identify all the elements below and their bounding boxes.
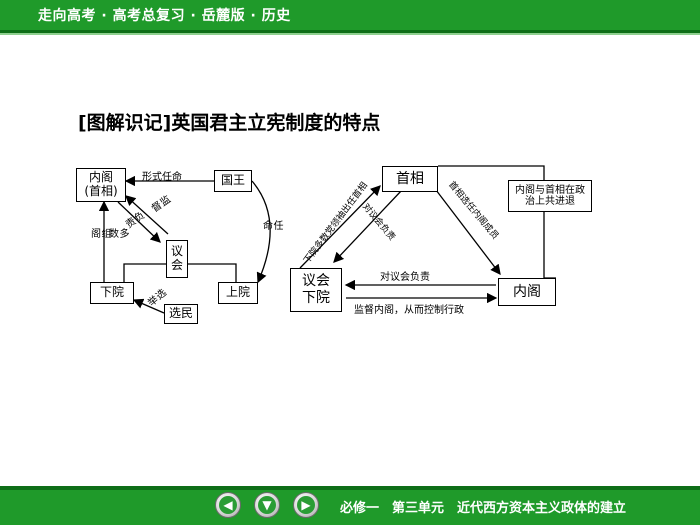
- cabinet-box: 内阁 (首相): [76, 168, 126, 202]
- page-title: [图解识记]英国君主立宪制度的特点: [78, 112, 381, 134]
- cabinet-responsible-label: 对议会负责: [380, 272, 430, 283]
- supervise-cabinet-label: 监督内阁，从而控制行政: [354, 305, 464, 316]
- header-title: 走向高考 · 高考总复习 · 岳麓版 · 历史: [38, 8, 291, 24]
- next-button[interactable]: ▶: [293, 492, 319, 518]
- majority-label: 多数: [106, 228, 129, 238]
- prev-button[interactable]: ◀: [215, 492, 241, 518]
- header-divider: [0, 30, 700, 33]
- upper-house-box: 上院: [218, 282, 258, 304]
- parliament-lower-box: 议会 下院: [290, 268, 342, 312]
- arrow-left-icon: ◀: [219, 496, 237, 514]
- lower-house-box: 下院: [90, 282, 134, 304]
- form-cabinet-label: 组阁: [88, 228, 111, 238]
- header-divider-light: [0, 33, 700, 35]
- king-box: 国王: [214, 170, 252, 192]
- parliament-box: 议 会: [166, 240, 188, 278]
- footer-bar: [0, 490, 700, 525]
- arrow-right-icon: ▶: [297, 496, 315, 514]
- voters-box: 选民: [164, 304, 198, 324]
- pm-box: 首相: [382, 166, 438, 192]
- footer-text: 必修一 第三单元 近代西方资本主义政体的建立: [340, 501, 627, 516]
- arrow-down-icon: ▼: [258, 496, 276, 514]
- header-bar: 走向高考 · 高考总复习 · 岳麓版 · 历史: [0, 0, 700, 30]
- appoint-label: 任命: [260, 220, 283, 230]
- footer-divider: [0, 486, 700, 490]
- formal-appoint-label: 形式任命: [142, 172, 182, 183]
- home-button[interactable]: ▼: [254, 492, 280, 518]
- note-box: 内阁与首相在政治上共进退: [508, 180, 592, 212]
- cabinet-right-box: 内阁: [498, 278, 556, 306]
